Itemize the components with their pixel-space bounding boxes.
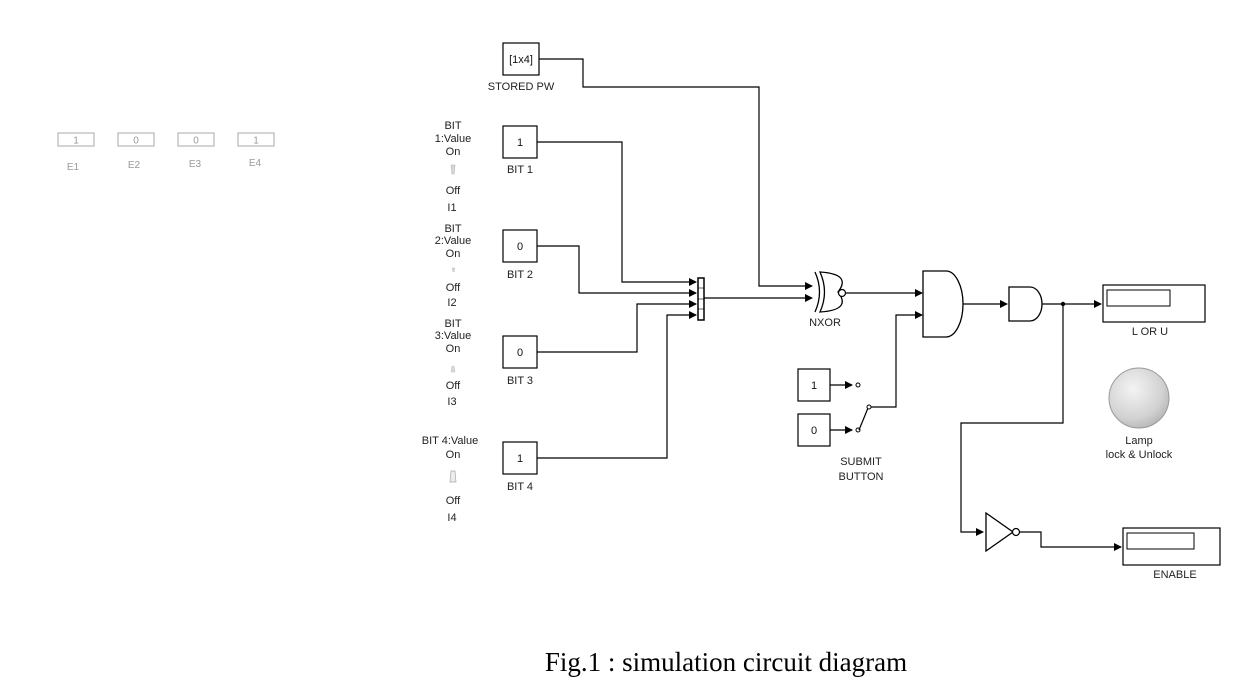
const-bit-4[interactable]: 1 BIT 4: [502, 441, 538, 493]
display-e4-label: E4: [249, 158, 262, 169]
switch-i1[interactable]: BIT 1:Value On Off I1: [435, 120, 472, 214]
switch-i1-title-1: BIT: [444, 120, 461, 132]
display-e1: 1 E1: [57, 132, 95, 173]
submit-switch-lever[interactable]: [858, 407, 869, 431]
display-enable-label: ENABLE: [1153, 569, 1196, 581]
switch-i3-lever-icon[interactable]: [450, 365, 456, 373]
const-bit-2-value: 0: [517, 241, 523, 253]
display-e1-value: 1: [73, 136, 79, 147]
stored-pw-value: [1x4]: [509, 54, 533, 66]
display-e3-value: 0: [193, 136, 199, 147]
and-gate-1[interactable]: [922, 270, 964, 338]
const-bit-3[interactable]: 0 BIT 3: [502, 335, 538, 387]
stored-pw-label: STORED PW: [488, 81, 555, 93]
switch-i2-title-1: BIT: [444, 223, 461, 235]
const-bit-3-value: 0: [517, 347, 523, 359]
display-e3-label: E3: [189, 159, 202, 170]
wire-storedpw-nxor: [539, 58, 813, 290]
submit-contact-top: [855, 382, 861, 388]
display-l-or-u-label: L OR U: [1132, 326, 1168, 338]
and-gate-2[interactable]: [1008, 286, 1043, 322]
display-e4-value: 1: [253, 136, 259, 147]
switch-i1-name: I1: [447, 202, 456, 214]
figure-caption: Fig.1 : simulation circuit diagram: [545, 647, 907, 677]
const-bit-1-value: 1: [517, 137, 523, 149]
display-e1-label: E1: [67, 162, 80, 173]
switch-i2-off: Off: [446, 282, 461, 294]
switch-i3[interactable]: BIT 3:Value On Off I3: [435, 318, 472, 408]
display-e4: 1 E4: [237, 132, 275, 169]
lamp-label-1: Lamp: [1125, 435, 1153, 447]
const-bit-3-label: BIT 3: [507, 375, 533, 387]
switch-i2-lever-icon[interactable]: [451, 267, 456, 273]
const-bit-2-label: BIT 2: [507, 269, 533, 281]
display-e2-label: E2: [128, 160, 141, 171]
display-enable: ENABLE: [1122, 527, 1221, 581]
switch-i3-off: Off: [446, 380, 461, 392]
display-e2-value: 0: [133, 136, 139, 147]
submit-const-1[interactable]: 1: [797, 368, 831, 402]
switch-i4[interactable]: BIT 4:Value On Off I4: [422, 435, 478, 524]
not-gate[interactable]: [985, 511, 1021, 553]
switch-i3-title-2: 3:Value: [435, 330, 472, 342]
wire-and2-not: [960, 304, 1064, 536]
switch-i4-on: On: [446, 449, 461, 461]
wire-submit-and1: [871, 311, 923, 408]
submit-switch-pivot: [866, 404, 872, 410]
switch-i1-lever-icon[interactable]: [450, 164, 456, 175]
lamp-label-2: lock & Unlock: [1106, 449, 1173, 461]
switch-i4-name: I4: [447, 512, 456, 524]
switch-i4-off: Off: [446, 495, 461, 507]
const-bit-1[interactable]: 1 BIT 1: [502, 125, 538, 176]
const-bit-1-label: BIT 1: [507, 164, 533, 176]
submit-const-0-value: 0: [811, 425, 817, 437]
switch-i1-on: On: [446, 146, 461, 158]
submit-const-1-value: 1: [811, 380, 817, 392]
nxor-gate[interactable]: NXOR: [809, 271, 847, 329]
const-bit-4-value: 1: [517, 453, 523, 465]
submit-label-2: BUTTON: [838, 471, 883, 483]
const-bit-4-label: BIT 4: [507, 481, 533, 493]
lamp: Lamp lock & Unlock: [1106, 367, 1173, 461]
wire-bit4-mux: [537, 311, 697, 459]
submit-label-1: SUBMIT: [840, 456, 882, 468]
switch-i2-title-2: 2:Value: [435, 235, 472, 247]
display-e2: 0 E2: [117, 132, 155, 171]
wire-bit2-mux: [537, 245, 697, 297]
const-bit-2[interactable]: 0 BIT 2: [502, 229, 538, 281]
display-e3: 0 E3: [177, 132, 215, 170]
switch-i2[interactable]: BIT 2:Value On Off I2: [435, 223, 472, 309]
lamp-bulb-icon: [1108, 367, 1170, 429]
switch-i4-lever-icon[interactable]: [449, 470, 457, 483]
switch-i3-on: On: [446, 343, 461, 355]
nxor-label: NXOR: [809, 317, 841, 329]
switch-i1-title-2: 1:Value: [435, 133, 472, 145]
switch-i1-off: Off: [446, 185, 461, 197]
stored-pw-block[interactable]: [1x4] STORED PW: [488, 42, 555, 93]
switch-i2-on: On: [446, 248, 461, 260]
wire-bit3-mux: [537, 300, 697, 353]
switch-i3-title-1: BIT: [444, 318, 461, 330]
wire-not-enable: [1020, 531, 1122, 551]
switch-i4-title-1: BIT 4:Value: [422, 435, 478, 447]
wire-bit1-mux: [537, 141, 697, 286]
switch-i3-name: I3: [447, 396, 456, 408]
submit-const-0[interactable]: 0: [797, 413, 831, 447]
display-l-or-u: L OR U: [1102, 284, 1206, 338]
switch-i2-name: I2: [447, 297, 456, 309]
